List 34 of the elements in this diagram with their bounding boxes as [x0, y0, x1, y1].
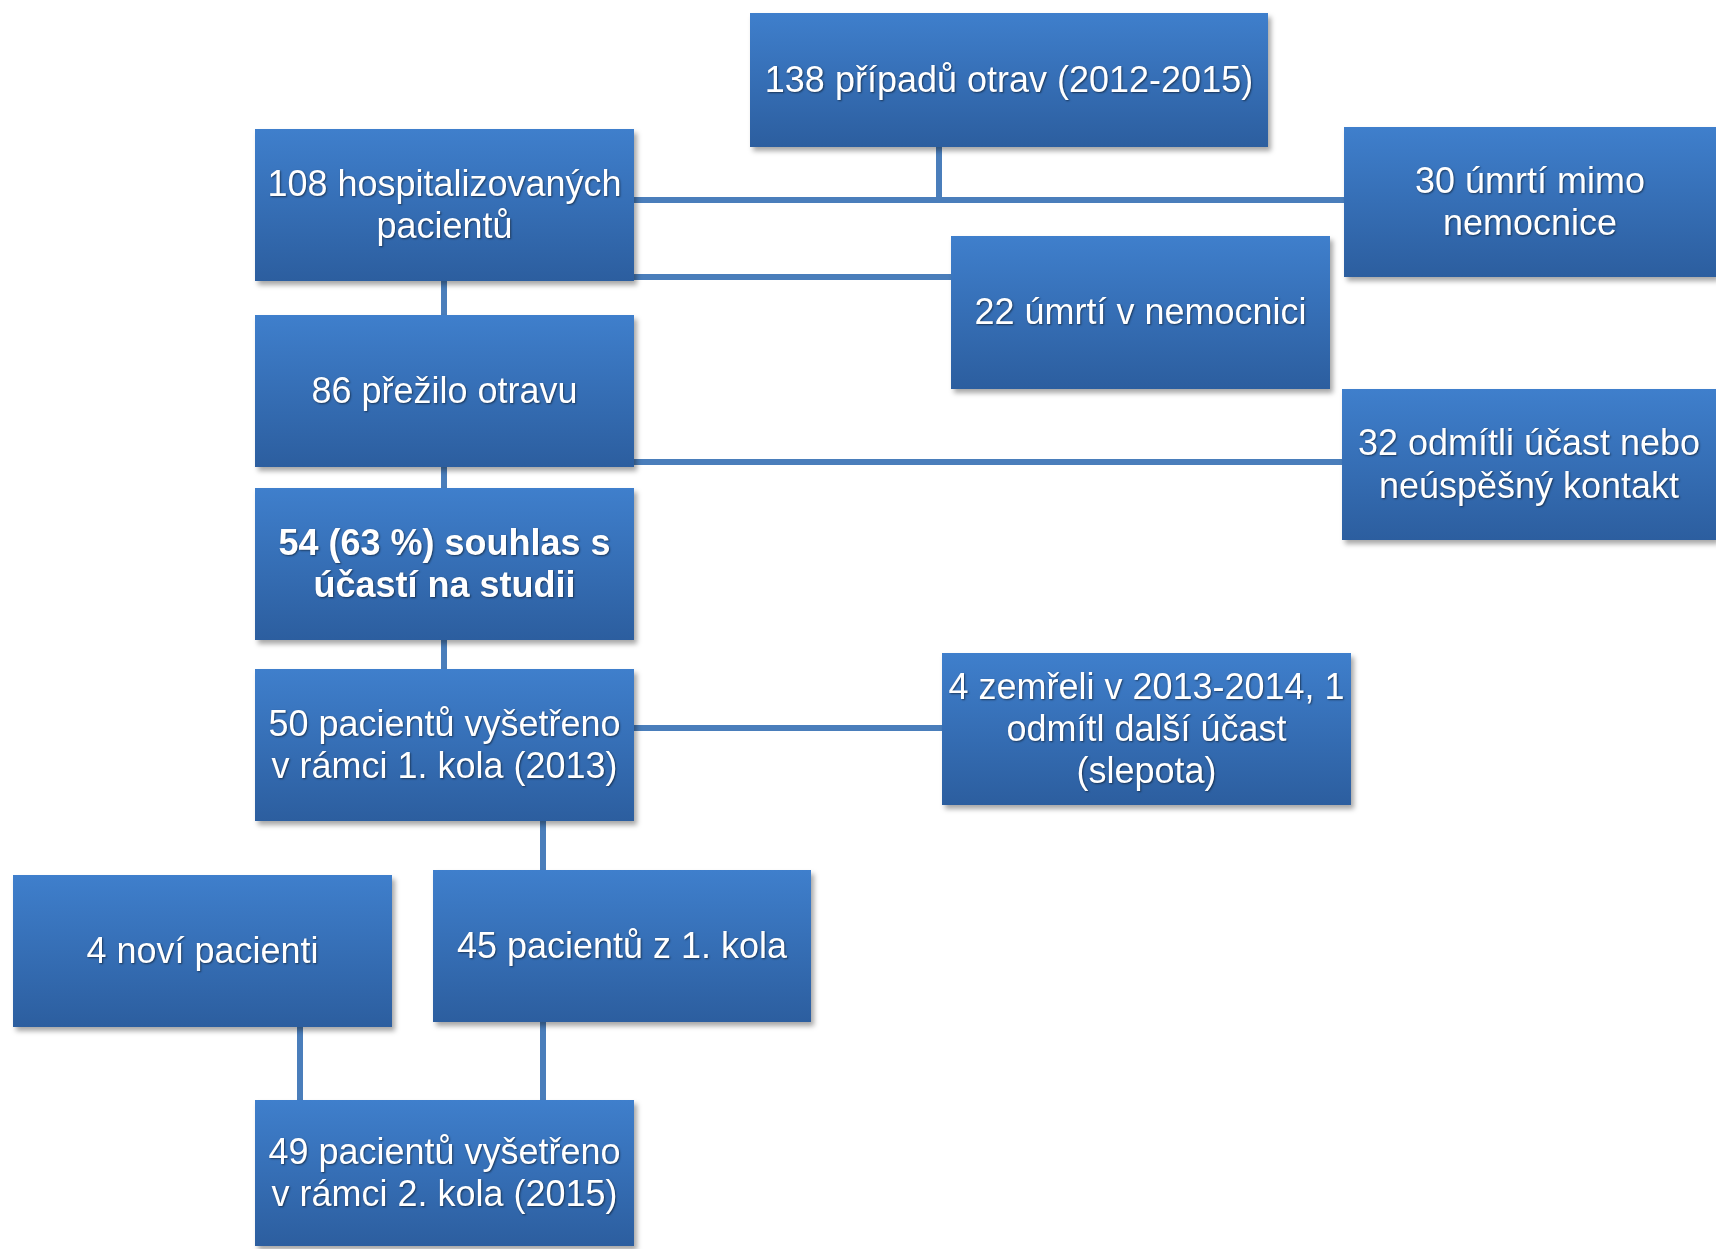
process-box	[1344, 127, 1716, 277]
process-box	[942, 653, 1351, 805]
connector-line	[936, 147, 1344, 203]
connector-line	[441, 467, 447, 488]
process-box	[255, 669, 634, 821]
connector-line	[540, 1022, 546, 1100]
connector-line	[634, 459, 1342, 465]
box-text: 45 pacientů z 1. kola	[456, 924, 788, 968]
box-text: 49 pacientů vyšetřeno v rámci 2. kola (2015)	[267, 1130, 622, 1216]
connector-line	[441, 281, 447, 315]
process-box	[255, 488, 634, 640]
process-box	[951, 236, 1330, 389]
connector-line	[297, 1027, 303, 1100]
box-text: 32 odmítli účast nebo neúspěšný kontakt	[1356, 422, 1702, 507]
process-box	[255, 1100, 634, 1246]
connector-line	[634, 274, 951, 280]
process-box	[1342, 389, 1716, 540]
box-text: 108 hospitalizovaných pacientů	[266, 162, 623, 248]
process-box	[255, 129, 634, 281]
box-text: 50 pacientů vyšetřeno v rámci 1. kola (2013)	[267, 702, 622, 788]
process-box	[255, 315, 634, 467]
connector-line	[540, 821, 546, 870]
connector-line	[634, 725, 942, 731]
box-text: 22 úmrtí v nemocnici	[974, 291, 1307, 334]
box-text: 138 případů otrav (2012-2015)	[764, 58, 1254, 103]
process-box	[750, 13, 1268, 147]
box-text: 54 (63 %) souhlas s účastí na studii	[277, 521, 612, 607]
box-text: 4 zemřeli v 2013-2014, 1 odmítl další účast (slepota)	[948, 665, 1345, 793]
process-box	[13, 875, 392, 1027]
box-text: 4 noví pacienti	[86, 929, 319, 973]
connector-line	[441, 640, 447, 669]
box-text: 86 přežilo otravu	[311, 369, 578, 413]
box-text: 30 úmrtí mimo nemocnice	[1413, 159, 1646, 245]
process-box	[433, 870, 811, 1022]
